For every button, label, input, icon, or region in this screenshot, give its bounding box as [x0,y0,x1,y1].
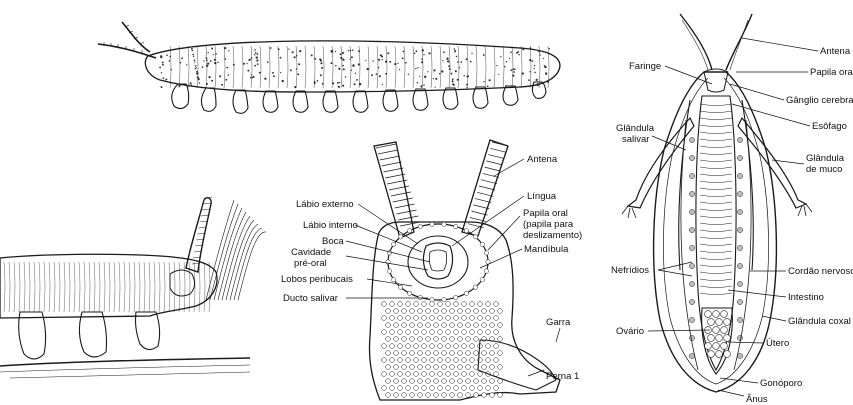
label-papila-line3: deslizamento) [523,230,582,241]
label-esofago: Esôfago [812,121,847,132]
label-intestino: Intestino [788,292,824,303]
leader-papila [488,216,520,250]
leader-antena [494,159,524,176]
leader-glandula-coxal [762,316,786,321]
label-gonoporo: Gonóporo [760,378,802,389]
label-anus: Ânus [746,394,768,405]
label-cavidade-line2: pré-oral [294,258,327,269]
label-ducto-salivar: Ducto salivar [283,293,338,304]
label-mandibula: Mandíbula [524,244,569,255]
leader-anus [718,390,744,396]
leader-garra [556,328,560,342]
label-papila-line2: (papila para [523,219,574,230]
leader-esofago [732,104,810,126]
label-lingua: Língua [527,191,557,202]
leader-nefridios-2 [658,270,692,276]
label-lobos-peribucais: Lobos peribucais [281,274,353,285]
label-garra: Garra [546,317,571,328]
label-papila-line1: Papila oral [523,208,568,219]
label-glandula-salivar-line1: Glândula [616,123,655,134]
leader-ovario [648,330,710,331]
label-antena-head: Antena [527,154,558,165]
leader-intestino [728,290,786,297]
label-labio-externo: Lábio externo [296,199,354,210]
leader-nefridios-1 [658,262,692,270]
label-glandula-salivar-line2: salivar [622,134,649,145]
label-antena-anat: Antena [820,46,851,57]
label-papila-oral: Papila oral [810,67,853,78]
leader-antena-anat [742,38,818,51]
onychophoran-whole-body-lateral [98,22,560,113]
label-nefridios: Nefrídios [611,265,649,276]
label-glandula-coxal: Glândula coxal [788,316,851,327]
label-utero: Útero [766,338,789,349]
label-cavidade-line1: Cavidade [291,247,331,258]
anatomy-panel-labels: Antena Papila oral Faringe Gânglio cereb… [611,38,853,405]
leader-utero [728,342,764,343]
leader-perna [528,370,544,376]
label-glandula-muco-line1: Glândula [806,153,845,164]
onychophoran-head-ventral-view [369,140,560,400]
onychophoran-slime-ejection [0,197,266,378]
label-ovario: Ovário [616,326,644,337]
label-cordao-nervoso: Cordão nervoso [788,266,853,277]
label-ganglio-cerebral: Gânglio cerebral [786,95,853,106]
leader-lobos [367,279,412,286]
label-glandula-muco-line2: de muco [806,164,842,175]
label-boca: Boca [322,236,344,247]
label-perna-1: Perna 1 [546,371,579,382]
label-faringe: Faringe [629,61,661,72]
leader-gonoporo [720,378,758,383]
label-labio-interno: Lábio interno [303,220,358,231]
leader-lingua [452,196,524,246]
